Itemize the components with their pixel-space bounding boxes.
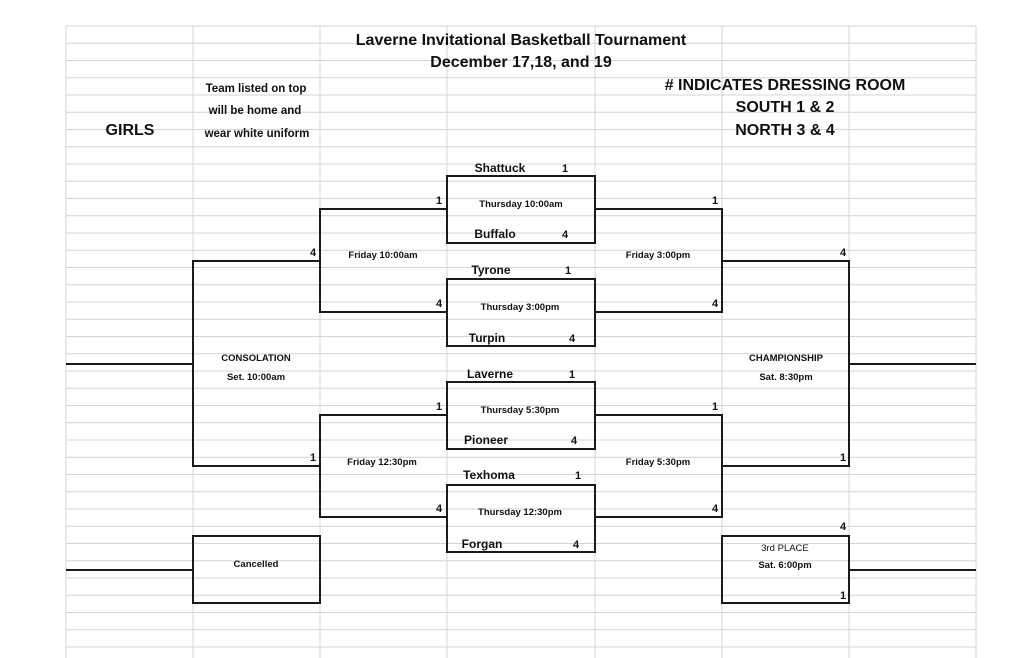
game-1-top-room: 1: [562, 163, 568, 175]
third-place-time: Sat. 6:00pm: [758, 560, 811, 571]
game-4-top-team: Texhoma: [463, 468, 515, 482]
game-4-bottom-room: 4: [573, 539, 580, 551]
game-3-time: Thursday 5:30pm: [481, 405, 560, 416]
bracket-lines: [66, 175, 976, 604]
game-1-top-team: Shattuck: [475, 161, 526, 175]
game-3-bottom-room: 4: [571, 435, 578, 447]
championship-top-room: 4: [840, 247, 847, 259]
game-3-bottom-team: Pioneer: [464, 433, 508, 447]
spreadsheet-gridlines: [65, 25, 977, 658]
game-1-bottom-room: 4: [562, 229, 569, 241]
third-place-bottom-room: 1: [840, 590, 846, 602]
game-1-bottom-team: Buffalo: [474, 227, 515, 241]
game-4-box: [446, 484, 596, 553]
game-4-top-room: 1: [575, 470, 581, 482]
home-note-line-3: wear white uniform: [204, 128, 310, 140]
game-4-time: Thursday 12:30pm: [478, 507, 562, 518]
winner-semi-1-top-room: 1: [712, 195, 718, 207]
championship-bottom-room: 1: [840, 452, 846, 464]
dressing-room-note: # INDICATES DRESSING ROOM: [665, 77, 906, 94]
winner-semi-1-bottom-room: 4: [712, 298, 719, 310]
consolation-top-room: 4: [310, 247, 317, 259]
game-2-time: Thursday 3:00pm: [481, 302, 560, 313]
consolation-semi-2-top-room: 1: [436, 401, 442, 413]
championship-label: CHAMPIONSHIP: [749, 353, 824, 364]
consolation-label: CONSOLATION: [221, 353, 291, 364]
game-2-top-room: 1: [565, 265, 571, 277]
winner-semi-2-bottom-room: 4: [712, 503, 719, 515]
consolation-bottom-room: 1: [310, 452, 316, 464]
winner-semi-2-top-room: 1: [712, 401, 718, 413]
consolation-semi-2-bottom-room: 4: [436, 503, 443, 515]
home-note-line-1: Team listed on top: [206, 83, 307, 95]
consolation-semi-1-top-room: 1: [436, 195, 442, 207]
game-2-top-team: Tyrone: [471, 263, 510, 277]
game-4-bottom-team: Forgan: [462, 537, 503, 551]
dressing-north-note: NORTH 3 & 4: [735, 122, 835, 139]
winner-semi-1-time: Friday 3:00pm: [626, 250, 690, 261]
tournament-dates: December 17,18, and 19: [430, 54, 612, 71]
championship-time: Sat. 8:30pm: [759, 372, 812, 383]
game-1-time: Thursday 10:00am: [479, 199, 562, 210]
third-place-label: 3rd PLACE: [761, 543, 809, 554]
dressing-south-note: SOUTH 1 & 2: [736, 99, 835, 116]
game-3-top-room: 1: [569, 369, 575, 381]
consolation-semi-2-time: Friday 12:30pm: [347, 457, 417, 468]
tournament-title: Laverne Invitational Basketball Tourname…: [356, 32, 687, 49]
game-3-top-team: Laverne: [467, 367, 513, 381]
consolation-semi-1-time: Friday 10:00am: [348, 250, 417, 261]
consolation-semi-1-bottom-room: 4: [436, 298, 443, 310]
consolation-time: Set. 10:00am: [227, 372, 285, 383]
home-note-line-2: will be home and: [208, 105, 302, 117]
winner-semi-2-time: Friday 5:30pm: [626, 457, 690, 468]
game-2-bottom-room: 4: [569, 333, 576, 345]
cancelled-label: Cancelled: [234, 559, 279, 570]
third-place-top-room: 4: [840, 521, 847, 533]
game-2-bottom-team: Turpin: [469, 331, 505, 345]
division-label: GIRLS: [106, 122, 155, 139]
